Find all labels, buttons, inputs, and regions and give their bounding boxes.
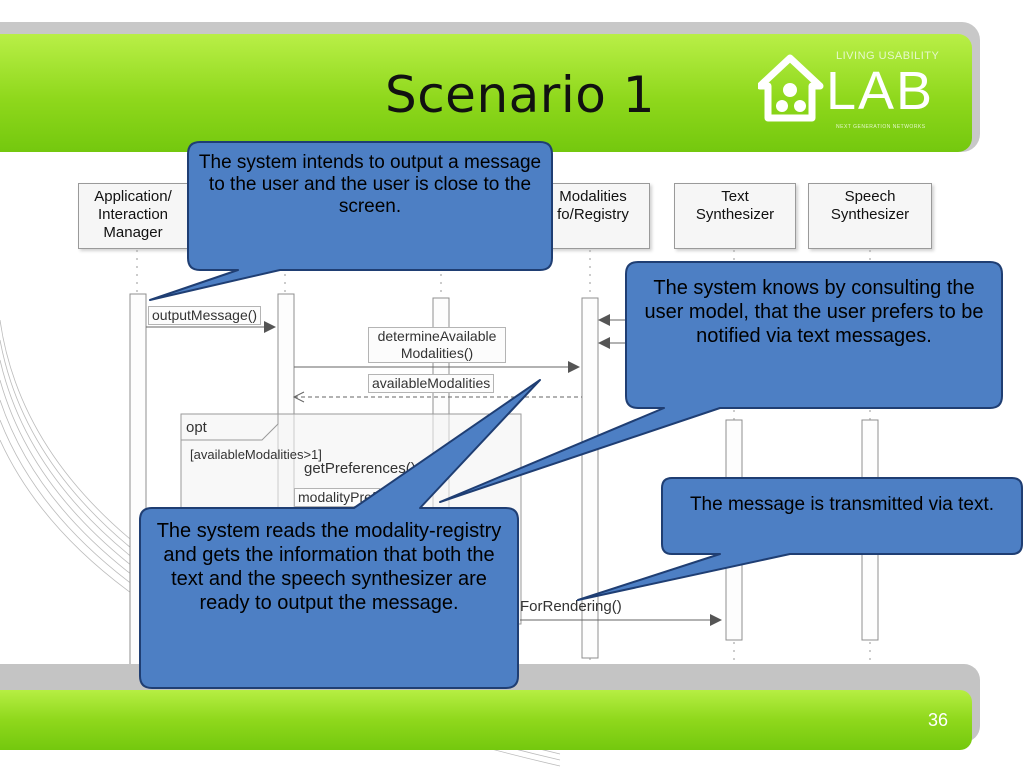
message-available-modalities: availableModalities xyxy=(368,374,495,393)
participant-label: Text Synthesizer xyxy=(674,183,796,249)
page-number: 36 xyxy=(928,710,949,730)
slide-title: Scenario 1 xyxy=(384,66,656,124)
message-label-line: determineAvailable xyxy=(377,328,497,344)
message-determine-available: determineAvailable Modalities() xyxy=(368,327,506,363)
participant-modalities-registry: Modalities fo/Registry xyxy=(536,183,650,249)
house-icon xyxy=(756,54,824,122)
logo-top-text: LIVING USABILITY xyxy=(836,50,940,62)
callout-intends: The system intends to output a message t… xyxy=(198,152,542,217)
fragment-guard: [availableModalities>1] xyxy=(190,447,322,462)
logo-main-text: LAB xyxy=(826,61,935,121)
callout-transmitted: The message is transmitted via text. xyxy=(689,494,995,515)
footer-bar xyxy=(0,690,972,750)
living-usability-lab-logo xyxy=(756,46,958,136)
callout-reads: The system reads the modality-registry a… xyxy=(156,520,502,614)
logo-bottom-text: NEXT GENERATION NETWORKS xyxy=(836,124,926,130)
participant-label: Modalities fo/Registry xyxy=(536,183,650,249)
fragment-operator: opt xyxy=(186,419,207,436)
message-for-rendering: ForRendering() xyxy=(520,598,622,615)
message-get-preferences: getPreferences() xyxy=(304,460,416,477)
participant-label: Speech Synthesizer xyxy=(808,183,932,249)
callout-knows: The system knows by consulting the user … xyxy=(644,277,984,347)
message-label-line: Modalities() xyxy=(400,345,474,361)
message-modality-pref: modalityPref xyxy=(294,488,380,507)
participant-text-synthesizer: Text Synthesizer xyxy=(674,183,796,249)
message-output-message: outputMessage() xyxy=(148,306,262,325)
participant-speech-synthesizer: Speech Synthesizer xyxy=(808,183,932,249)
